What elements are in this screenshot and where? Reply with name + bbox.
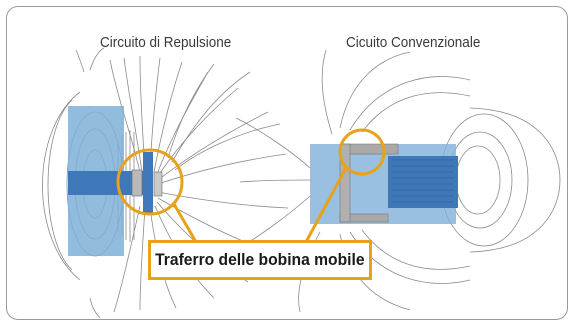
callout-label: Traferro delle bobina mobile [155,250,365,269]
conventional-pole-texture [392,159,454,203]
repulsion-callout-leader [172,203,198,243]
voice-coil-gap-callout: Traferro delle bobina mobile [148,240,372,280]
repulsion-circuit [42,47,289,319]
conventional-callout-leader [304,167,348,243]
repulsion-voice-coil [131,169,143,197]
conventional-pole-piece [388,156,458,208]
conventional-circuit [235,49,561,313]
repulsion-circuit-title: Circuito di Repulsione [100,34,232,51]
repulsion-gap-highlight [116,148,184,216]
conventional-circuit-title: Cicuito Convenzionale [346,34,481,51]
conventional-gap-highlight [338,128,386,176]
conventional-back-plate [339,143,351,223]
repulsion-coil-former [153,171,163,197]
repulsion-pole-piece [143,152,153,214]
